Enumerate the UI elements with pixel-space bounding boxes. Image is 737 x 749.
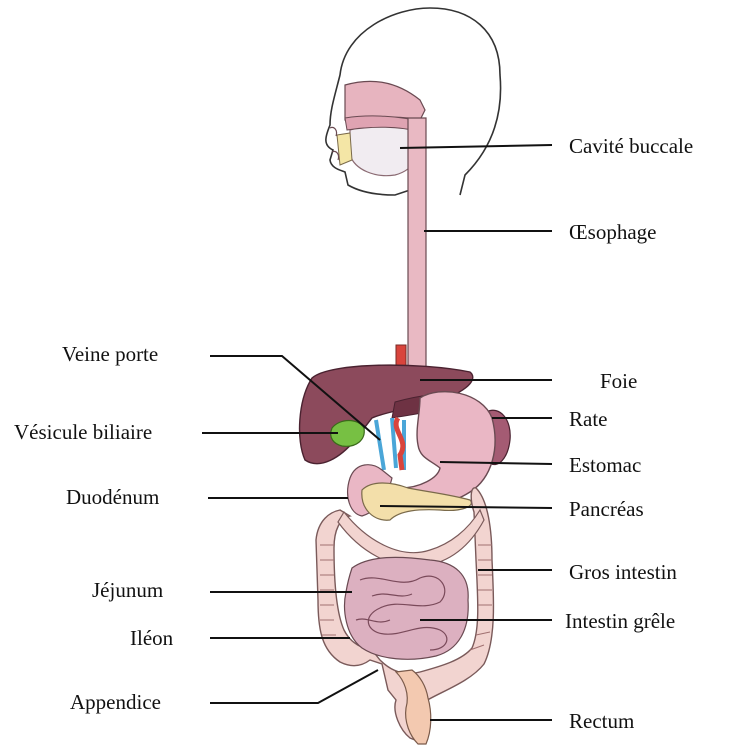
nasal-cavity (345, 81, 425, 120)
small-intestine (345, 557, 469, 659)
label-cavite-buccale: Cavité buccale (569, 136, 693, 157)
oesophagus-tube (408, 118, 426, 370)
label-intestin-grele: Intestin grêle (565, 611, 675, 632)
label-estomac: Estomac (569, 455, 641, 476)
label-vesicule-biliaire: Vésicule biliaire (14, 422, 152, 443)
label-appendice: Appendice (70, 692, 161, 713)
leader-line-appendice (210, 670, 378, 703)
label-veine-porte: Veine porte (62, 344, 158, 365)
label-oesophage: Œsophage (569, 222, 657, 243)
label-rectum: Rectum (569, 711, 634, 732)
label-rate: Rate (569, 409, 607, 430)
label-foie: Foie (600, 371, 637, 392)
teeth (337, 133, 352, 165)
label-jejunum: Jéjunum (92, 580, 163, 601)
label-ileon: Iléon (130, 628, 173, 649)
label-pancreas: Pancréas (569, 499, 644, 520)
label-gros-intestin: Gros intestin (569, 562, 677, 583)
label-duodenum: Duodénum (66, 487, 159, 508)
